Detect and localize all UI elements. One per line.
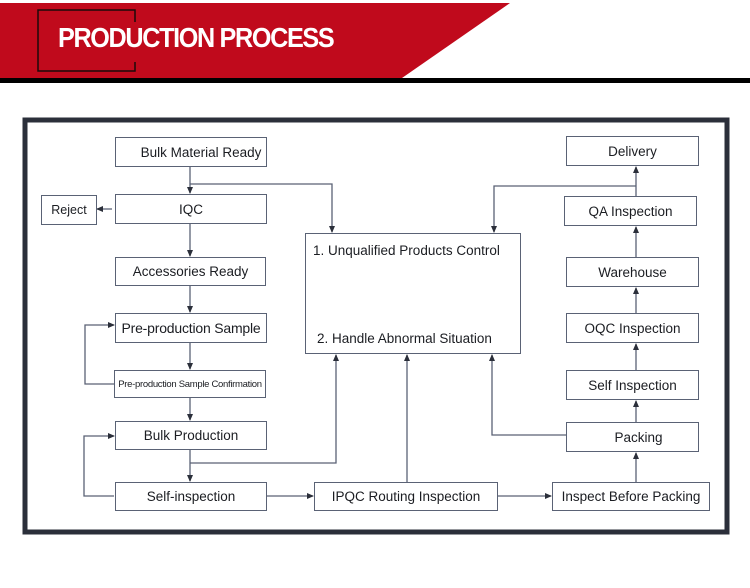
banner-red-shape [0, 3, 510, 78]
node-qa-inspection: QA Inspection [564, 196, 697, 226]
edge-confirmation-loop-back [84, 322, 115, 385]
banner-bracket-frame [37, 9, 136, 72]
edge-qa-to-control [491, 185, 636, 233]
edge-bulk-production-to-control [190, 354, 339, 464]
edge-packing-to-control [489, 354, 566, 436]
node-packing: Packing [566, 422, 699, 452]
node-accessories-ready: Accessories Ready [115, 257, 266, 286]
node-self-inspection-left: Self-inspection [115, 482, 267, 511]
banner-bottom-bar [0, 78, 750, 83]
node-bulk-production: Bulk Production [115, 421, 267, 450]
control-box: 1. Unqualified Products Control 2. Handl… [305, 233, 521, 354]
header-banner [0, 3, 750, 83]
node-pre-production-sample-confirmation: Pre-production Sample Confirmation [114, 370, 266, 398]
edge-self-inspection-loop-back [83, 433, 115, 497]
node-oqc-inspection: OQC Inspection [566, 313, 699, 343]
page-title: PRODUCTION PROCESS [58, 22, 335, 53]
node-warehouse: Warehouse [566, 257, 699, 287]
node-pre-production-sample: Pre-production Sample [115, 313, 267, 343]
control-item-abnormal-situation: 2. Handle Abnormal Situation [317, 331, 492, 346]
node-delivery: Delivery [566, 136, 699, 166]
node-iqc: IQC [115, 194, 267, 224]
node-inspect-before-packing: Inspect Before Packing [552, 482, 710, 511]
control-item-unqualified-products: 1. Unqualified Products Control [313, 243, 500, 258]
node-ipqc-routing-inspection: IPQC Routing Inspection [314, 482, 498, 511]
node-bulk-material-ready: Bulk Material Ready [115, 137, 267, 167]
node-reject: Reject [41, 195, 97, 225]
edge-bulk-to-control [190, 183, 335, 233]
node-self-inspection-right: Self Inspection [566, 370, 699, 400]
